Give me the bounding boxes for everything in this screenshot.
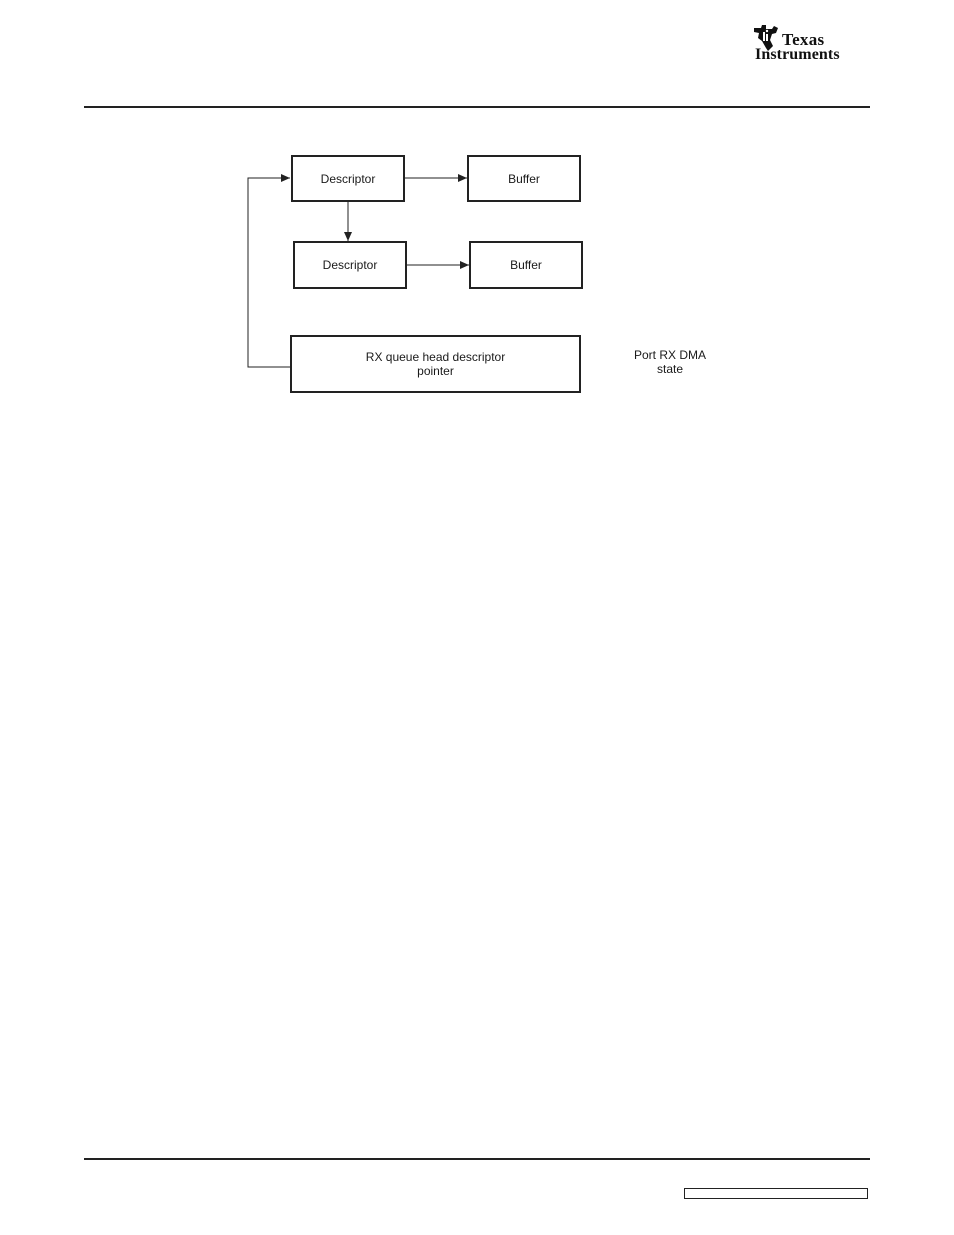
header-rule <box>84 106 870 108</box>
state-label-line2: state <box>656 362 683 376</box>
port-rx-dma-state-label: Port RX DMA state <box>620 348 720 376</box>
descriptor-box-2: Descriptor <box>293 241 407 289</box>
ti-logo-icon <box>754 25 778 51</box>
footer-box <box>684 1188 868 1199</box>
head-pointer-label-line2: pointer <box>417 364 454 378</box>
descriptor-label-1: Descriptor <box>320 171 376 186</box>
footer-rule <box>84 1158 870 1160</box>
rx-queue-head-pointer-box: RX queue head descriptor pointer <box>290 335 581 393</box>
descriptor-box-1: Descriptor <box>291 155 405 202</box>
buffer-box-1: Buffer <box>467 155 581 202</box>
diagram-connectors <box>247 174 469 368</box>
state-label-line1: Port RX DMA <box>633 348 706 362</box>
buffer-box-2: Buffer <box>469 241 583 289</box>
buffer-label-1: Buffer <box>508 171 540 186</box>
logo-text-texas: Texas <box>782 30 825 49</box>
logo-text-instruments: Instruments <box>755 46 840 63</box>
buffer-label-2: Buffer <box>510 258 542 272</box>
descriptor-label-2: Descriptor <box>322 258 378 272</box>
texas-instruments-logo: Texas Instruments <box>752 24 870 66</box>
head-pointer-label-line1: RX queue head descriptor <box>365 350 506 364</box>
arrow-head-pointer-to-descriptor1 <box>247 174 291 368</box>
